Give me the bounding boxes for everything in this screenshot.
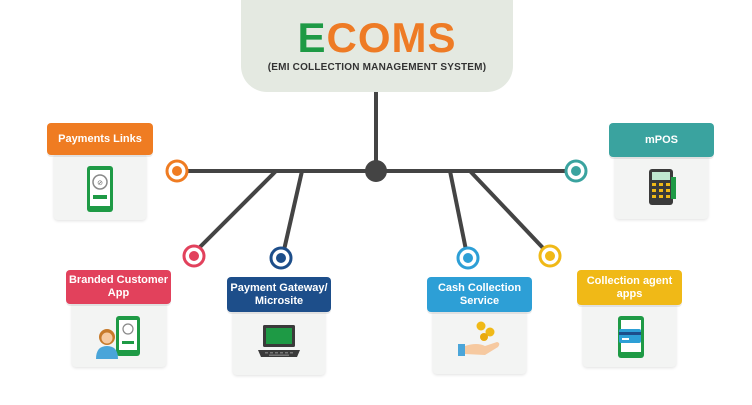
branch-line-customer-app (198, 169, 278, 249)
node-label: mPOS (609, 123, 714, 157)
endpoint-cash (456, 246, 480, 270)
node-cash-collection: Cash Collection Service (427, 277, 532, 374)
title-rest: COMS (326, 14, 457, 61)
node-label: Payments Links (47, 123, 153, 155)
header-box: ECOMS (EMI COLLECTION MANAGEMENT SYSTEM) (241, 0, 513, 92)
node-payment-gateway: Payment Gateway/ Microsite (227, 277, 331, 375)
node-collection-agent-apps: Collection agent apps (577, 270, 682, 367)
node-mpos: mPOS (609, 123, 714, 219)
pos-terminal-icon (649, 169, 676, 205)
endpoint-agent (538, 244, 562, 268)
phone-card-icon (618, 316, 644, 358)
center-hub (365, 160, 387, 182)
phone-payment-link-icon: ⊘ (87, 166, 113, 212)
endpoint-gateway (269, 246, 293, 270)
node-payments-links: Payments Links ⊘ (47, 123, 153, 220)
app-subtitle: (EMI COLLECTION MANAGEMENT SYSTEM) (267, 62, 487, 73)
coins-hand-icon (458, 321, 500, 356)
laptop-icon (258, 325, 300, 357)
svg-text:⊘: ⊘ (97, 180, 103, 187)
title-first-letter: E (297, 14, 327, 61)
node-label: Payment Gateway/ Microsite (227, 277, 331, 312)
branch-line-cash (448, 170, 468, 251)
endpoint-customer-app (182, 244, 206, 268)
node-label: Branded Customer App (66, 270, 171, 304)
node-panel (433, 308, 526, 374)
node-label: Cash Collection Service (427, 277, 532, 312)
branch-line-gateway (282, 170, 304, 251)
node-customer-app: Branded Customer App (66, 270, 171, 367)
app-title: ECOMS (241, 16, 513, 60)
branch-line-agent (468, 169, 545, 250)
endpoint-mpos (564, 159, 588, 183)
customer-app-icon (96, 316, 140, 359)
node-label: Collection agent apps (577, 270, 682, 305)
endpoint-payments-links (165, 159, 189, 183)
